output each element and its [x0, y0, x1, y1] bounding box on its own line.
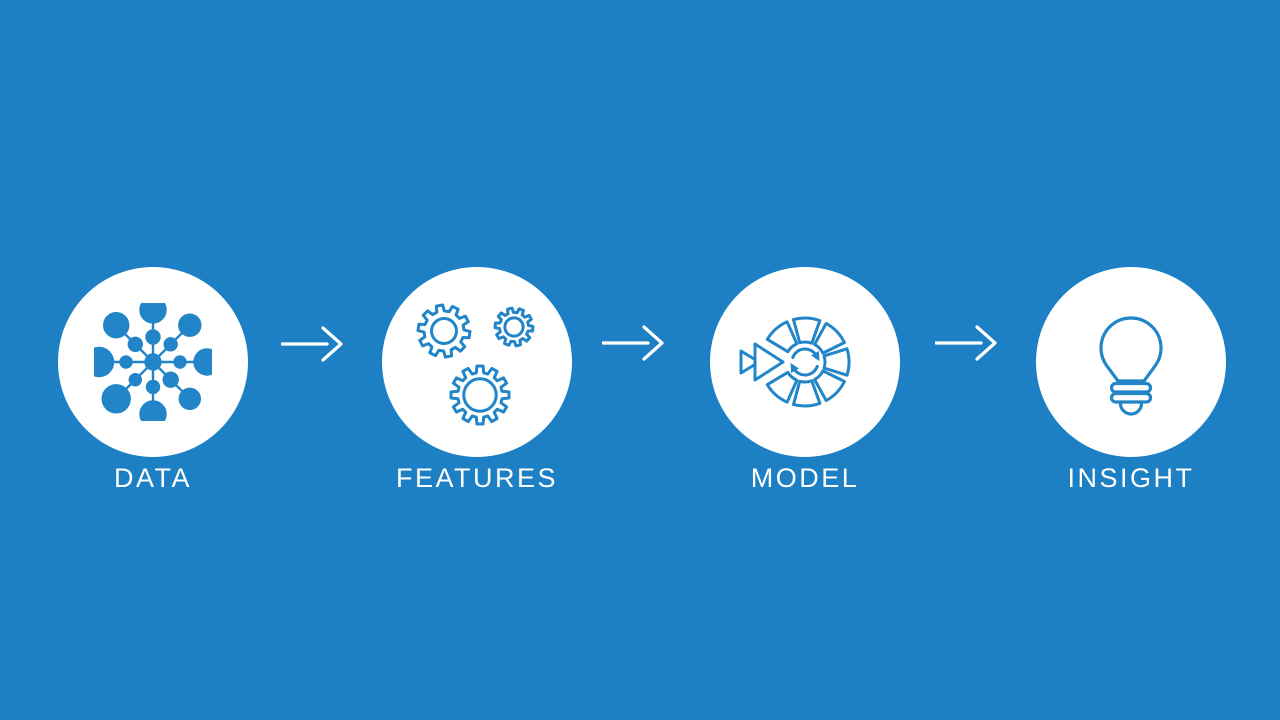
step-data-label: DATA	[113, 463, 192, 493]
step-insight-circle	[1036, 267, 1226, 457]
step-model-label: MODEL	[750, 463, 860, 493]
right-arrow-icon	[281, 326, 343, 362]
lightbulb-icon	[1099, 316, 1163, 416]
step-insight-label: INSIGHT	[1067, 463, 1195, 493]
step-features-label: FEATURES	[395, 463, 558, 493]
step-model-circle	[710, 267, 900, 457]
refresh-cycle-icon	[790, 347, 820, 377]
right-arrow-icon	[602, 325, 664, 361]
fast-forward-icon	[739, 342, 785, 382]
step-features-circle	[382, 267, 572, 457]
model-iteration-icon	[739, 316, 851, 408]
step-data-circle	[58, 267, 248, 457]
gears-icon	[413, 300, 536, 426]
data-network-icon	[94, 303, 212, 421]
right-arrow-icon	[935, 325, 997, 361]
